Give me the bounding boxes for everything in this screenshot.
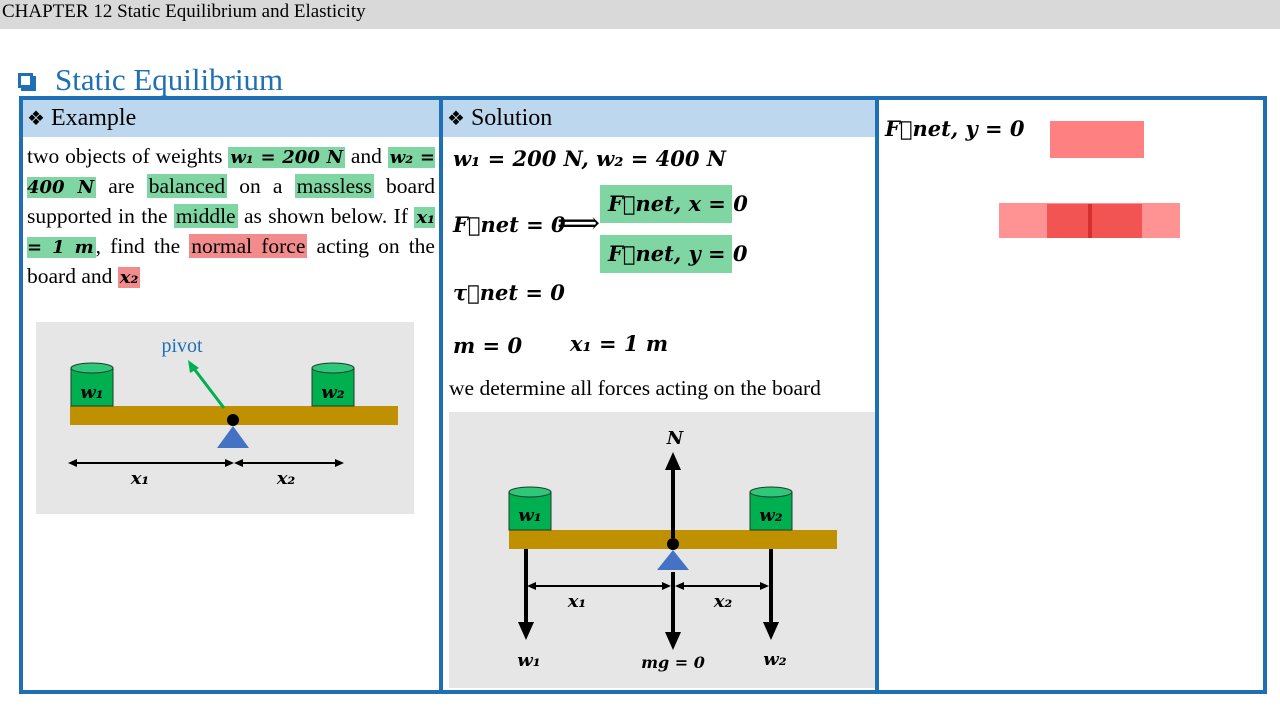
pivot-point	[227, 414, 239, 426]
fnet-y-equation: F⃗net, y = 0	[608, 241, 748, 266]
text-run: acting on the board and	[27, 234, 435, 288]
weight-1-cylinder: w₁	[70, 362, 114, 407]
w2-force-label: w₂	[763, 649, 786, 670]
chapter-title: CHAPTER 12 Static Equilibrium and Elasti…	[2, 1, 366, 22]
pivot-triangle	[217, 426, 249, 448]
diamond-bullet-icon: ❖	[27, 108, 45, 130]
weight-1-label: w₁	[80, 382, 103, 403]
section-heading: Static Equilibrium	[18, 60, 283, 100]
w1-highlight: w₁ = 200 N	[228, 147, 346, 168]
x2-distance-label: x₂	[713, 591, 733, 612]
solution-header: ❖ Solution	[443, 100, 875, 137]
fnet-x-box	[600, 185, 732, 223]
balanced-highlight: balanced	[146, 174, 228, 198]
w1-force-label: w₁	[517, 650, 540, 671]
fnet-x-equation: F⃗net, x = 0	[608, 191, 748, 216]
solution-heading: Solution	[470, 105, 553, 131]
middle-highlight: middle	[173, 204, 238, 228]
x1-distance-label: x₁	[567, 591, 587, 612]
weight-2-cylinder: w₂	[749, 486, 793, 531]
text-run: are	[96, 174, 147, 198]
weight-2-label: w₂	[321, 382, 344, 403]
example-seesaw-diagram: w₁ w₂ pivot x₁ x₂	[36, 322, 414, 514]
example-header: ❖ Example	[23, 100, 439, 137]
normal-force-label: N	[666, 428, 685, 449]
x1-distance-label: x₁	[130, 468, 150, 489]
fnet-y-equation: F⃗net, y = 0	[885, 116, 1025, 141]
red-divider	[1088, 204, 1092, 238]
normal-force-highlight: normal force	[189, 234, 308, 258]
example-panel: ❖ Example two objects of weights w₁ = 20…	[19, 96, 443, 694]
text-run: and	[345, 144, 388, 168]
text-run: two objects of weights	[27, 144, 229, 168]
solution-force-diagram: w₁ w₂ N x₁ x₂ w₁ mg = 0 w₂	[449, 412, 877, 688]
pivot-triangle	[657, 550, 689, 570]
weight-2-label: w₂	[759, 505, 782, 526]
implies-arrow: ⟹	[557, 206, 601, 241]
text-run: board supported in the	[27, 174, 436, 228]
mass-equation: m = 0	[453, 333, 523, 358]
pivot-arrow-head	[188, 360, 199, 373]
weight-1-label: w₁	[518, 505, 541, 526]
massless-highlight: massless	[294, 174, 374, 198]
chapter-bar: CHAPTER 12 Static Equilibrium and Elasti…	[0, 0, 1280, 29]
fnet-equation: F⃗net = 0	[453, 212, 566, 237]
mg-label: mg = 0	[641, 653, 705, 672]
tau-equation: τ⃗net = 0	[453, 280, 565, 305]
weights-equation: w₁ = 200 N, w₂ = 400 N	[453, 146, 726, 171]
diamond-bullet-icon: ❖	[447, 108, 465, 130]
example-heading: Example	[50, 105, 137, 131]
text-run: , find the	[95, 234, 190, 258]
example-problem-text: two objects of weights w₁ = 200 N and w₂…	[27, 142, 435, 292]
x2-highlight: x₂	[117, 267, 141, 288]
checkbox-bullet-icon	[18, 72, 36, 91]
text-run: as shown below. If	[237, 204, 415, 228]
text-run: on a	[227, 174, 295, 198]
fnet-y-box	[600, 235, 732, 273]
red-block-1	[1050, 121, 1144, 158]
red-block-3	[1047, 204, 1142, 238]
weight-2-cylinder: w₂	[311, 362, 355, 407]
weight-1-cylinder: w₁	[508, 486, 552, 531]
pivot-point	[667, 538, 679, 550]
pivot-label: pivot	[161, 335, 203, 357]
working-panel: F⃗net, y = 0	[875, 96, 1267, 694]
section-title: Static Equilibrium	[55, 62, 284, 97]
x1-equation: x₁ = 1 m	[570, 331, 669, 356]
solution-description: we determine all forces acting on the bo…	[449, 376, 821, 400]
solution-panel: ❖ Solution w₁ = 200 N, w₂ = 400 N F⃗net …	[439, 96, 879, 694]
x2-distance-label: x₂	[276, 468, 296, 489]
